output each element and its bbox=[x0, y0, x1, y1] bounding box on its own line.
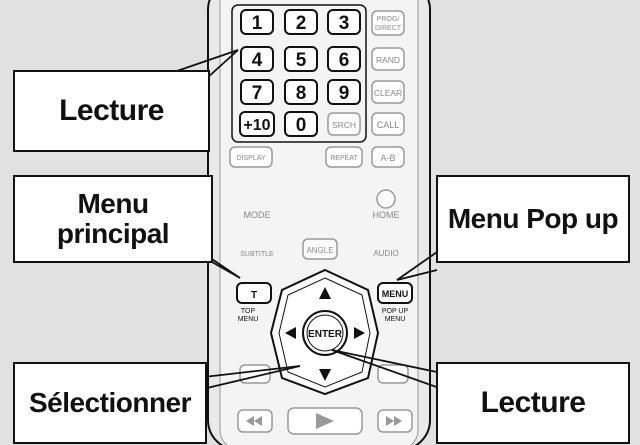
key-3[interactable]: 3 bbox=[327, 9, 361, 35]
callout-lecture-bottom: Lecture bbox=[436, 362, 630, 444]
key-8-label: 8 bbox=[296, 83, 307, 104]
key-4-label: 4 bbox=[252, 50, 263, 71]
top-menu-button[interactable]: T bbox=[236, 282, 272, 304]
key-5[interactable]: 5 bbox=[284, 46, 318, 72]
key-0-label: 0 bbox=[296, 115, 307, 136]
leader-lecture-top bbox=[173, 49, 239, 73]
callout-lecture-top: Lecture bbox=[13, 70, 210, 152]
right-arrow-icon bbox=[354, 327, 365, 339]
prog-direct-label-1: PROG/ bbox=[377, 16, 400, 23]
rewind-icon bbox=[246, 416, 262, 426]
callout-menu-popup-label: Menu Pop up bbox=[447, 203, 619, 234]
clear-button[interactable]: CLEAR bbox=[371, 80, 405, 104]
leader-lecture-bottom-2 bbox=[331, 349, 446, 391]
leader-menu-popup bbox=[396, 251, 438, 281]
menu-key-label: MENU bbox=[382, 289, 409, 299]
angle-label: ANGLE bbox=[306, 246, 333, 255]
repeat-label: REPEAT bbox=[330, 155, 358, 162]
home-label: HOME bbox=[373, 210, 400, 220]
key-6-label: 6 bbox=[339, 50, 350, 71]
enter-label: ENTER bbox=[308, 329, 343, 340]
fast-forward-icon bbox=[386, 416, 402, 426]
callout-menu-popup: Menu Pop up bbox=[436, 175, 630, 263]
key-1[interactable]: 1 bbox=[240, 9, 274, 35]
popup-caption-2: MENU bbox=[385, 316, 406, 323]
down-arrow-icon bbox=[319, 369, 331, 381]
fast-forward-button[interactable] bbox=[377, 409, 413, 433]
leader-selectionner-2 bbox=[189, 365, 301, 393]
up-arrow-button[interactable] bbox=[316, 284, 334, 302]
top-menu-key-label: T bbox=[251, 290, 257, 301]
callout-selectionner-label: Sélectionner bbox=[28, 387, 192, 418]
key-9-label: 9 bbox=[339, 83, 350, 104]
callout-lecture-top-label: Lecture bbox=[59, 94, 164, 127]
right-arrow-button[interactable] bbox=[350, 324, 368, 342]
home-button[interactable] bbox=[376, 189, 396, 209]
up-arrow-icon bbox=[319, 287, 331, 299]
call-button[interactable]: CALL bbox=[371, 112, 405, 136]
clear-label: CLEAR bbox=[374, 88, 402, 98]
enter-button[interactable]: ENTER bbox=[302, 310, 348, 356]
display-button[interactable]: DISPLAY bbox=[229, 146, 273, 168]
display-label: DISPLAY bbox=[236, 155, 265, 162]
rand-button[interactable]: RAND bbox=[371, 47, 405, 71]
left-arrow-button[interactable] bbox=[282, 324, 300, 342]
rand-label: RAND bbox=[376, 55, 400, 65]
key-5-label: 5 bbox=[296, 50, 307, 71]
callout-selectionner: Sélectionner bbox=[13, 362, 207, 444]
audio-label: AUDIO bbox=[373, 249, 398, 258]
leader-menu-popup-2 bbox=[396, 269, 438, 281]
keypad-frame bbox=[231, 4, 367, 143]
srch-button[interactable]: SRCH bbox=[327, 112, 361, 136]
prog-direct-button[interactable]: PROG/ DIRECT bbox=[371, 10, 405, 36]
top-menu-caption-2: MENU bbox=[238, 316, 259, 323]
top-menu-caption-1: TOP bbox=[241, 308, 256, 315]
leader-lecture-bottom bbox=[331, 349, 457, 377]
left-arrow-icon bbox=[285, 327, 296, 339]
popup-caption-1: POP UP bbox=[382, 308, 409, 315]
leader-menu-principal-2 bbox=[211, 261, 241, 279]
rewind-button[interactable] bbox=[237, 409, 273, 433]
subtitle-label: SUBTITLE bbox=[240, 251, 274, 258]
prog-direct-label-2: DIRECT bbox=[375, 25, 402, 32]
mode-label: MODE bbox=[244, 210, 271, 220]
popup-menu-button[interactable]: MENU bbox=[377, 282, 413, 304]
key-2-label: 2 bbox=[296, 13, 307, 34]
key-1-label: 1 bbox=[252, 13, 263, 34]
play-button[interactable] bbox=[287, 407, 363, 435]
leader-selectionner bbox=[194, 365, 301, 379]
key-plus10[interactable]: +10 bbox=[239, 111, 275, 137]
down-arrow-button[interactable] bbox=[316, 366, 334, 384]
key-7[interactable]: 7 bbox=[240, 79, 274, 105]
key-2[interactable]: 2 bbox=[284, 9, 318, 35]
key-7-label: 7 bbox=[252, 83, 263, 104]
key-9[interactable]: 9 bbox=[327, 79, 361, 105]
key-plus10-label: +10 bbox=[243, 117, 270, 134]
key-4[interactable]: 4 bbox=[240, 46, 274, 72]
ab-button[interactable]: A-B bbox=[371, 146, 405, 168]
srch-label: SRCH bbox=[332, 120, 356, 130]
key-0[interactable]: 0 bbox=[284, 111, 318, 137]
callout-menu-principal: Menu principal bbox=[13, 175, 213, 263]
call-label: CALL bbox=[377, 120, 400, 130]
key-3-label: 3 bbox=[339, 13, 350, 34]
callout-menu-principal-label: Menu principal bbox=[56, 188, 170, 249]
angle-button[interactable]: ANGLE bbox=[302, 238, 338, 260]
callout-lecture-bottom-label: Lecture bbox=[480, 386, 586, 419]
key-6[interactable]: 6 bbox=[327, 46, 361, 72]
play-icon bbox=[316, 413, 334, 429]
ab-label: A-B bbox=[380, 153, 395, 163]
key-8[interactable]: 8 bbox=[284, 79, 318, 105]
repeat-button[interactable]: REPEAT bbox=[325, 146, 363, 168]
